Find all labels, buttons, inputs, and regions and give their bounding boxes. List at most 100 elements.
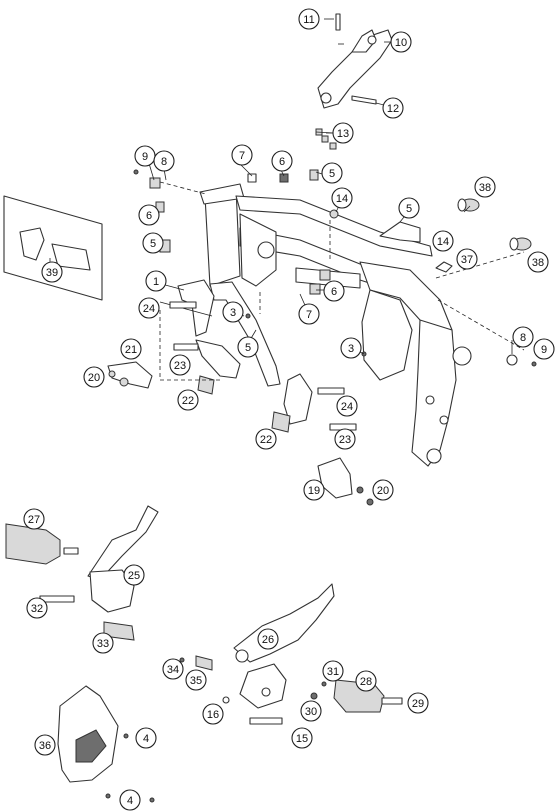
callout-circle	[153, 150, 175, 172]
right-footrest-assembly	[179, 583, 403, 725]
callout-circle	[331, 187, 353, 209]
callout-12: 12	[382, 97, 404, 119]
callout-circle	[533, 338, 555, 360]
callout-number: 6	[146, 210, 152, 222]
callout-32: 32	[26, 597, 48, 619]
callout-circle	[322, 660, 344, 682]
callout-circle	[120, 338, 142, 360]
callout-7: 7	[298, 303, 320, 325]
callout-number: 39	[46, 267, 58, 279]
callout-circle	[407, 692, 429, 714]
callout-27: 27	[23, 508, 45, 530]
main-frame	[177, 183, 472, 467]
callout-26: 26	[257, 628, 279, 650]
callout-number: 25	[128, 570, 140, 582]
callout-number: 24	[341, 401, 353, 413]
callout-circle	[177, 389, 199, 411]
callout-1: 1	[145, 270, 167, 292]
callout-circle	[202, 703, 224, 725]
callout-circle	[474, 176, 496, 198]
callout-number: 7	[239, 150, 245, 162]
callout-circle	[255, 428, 277, 450]
callout-34: 34	[162, 658, 184, 680]
callout-5: 5	[398, 197, 420, 219]
callout-circle	[142, 232, 164, 254]
callout-number: 3	[230, 307, 236, 319]
callout-36: 36	[34, 734, 56, 756]
callout-9: 9	[533, 338, 555, 360]
callout-number: 15	[296, 733, 308, 745]
callout-35: 35	[185, 669, 207, 691]
heel-guard-36	[57, 685, 155, 803]
callout-22: 22	[255, 428, 277, 450]
callout-6: 6	[138, 204, 160, 226]
callout-circle	[41, 261, 63, 283]
callout-21: 21	[120, 338, 142, 360]
callout-number: 19	[308, 485, 320, 497]
callout-11: 11	[298, 8, 320, 30]
callout-20: 20	[372, 479, 394, 501]
callout-circle	[92, 632, 114, 654]
callout-15: 15	[291, 727, 313, 749]
callout-number: 20	[88, 372, 100, 384]
callout-number: 28	[360, 676, 372, 688]
callout-8: 8	[153, 150, 175, 172]
callout-number: 13	[337, 128, 349, 140]
callout-7: 7	[231, 144, 253, 166]
callout-number: 35	[190, 675, 202, 687]
callout-33: 33	[92, 632, 114, 654]
callout-9: 9	[134, 145, 156, 167]
left-bracket-21	[107, 339, 241, 395]
callout-number: 6	[331, 286, 337, 298]
callout-circle	[291, 727, 313, 749]
callout-16: 16	[202, 703, 224, 725]
callout-5: 5	[237, 336, 259, 358]
callout-circle	[123, 564, 145, 586]
callout-circle	[26, 597, 48, 619]
callout-number: 30	[305, 706, 317, 718]
top-bracket-assembly	[317, 13, 393, 109]
callout-14: 14	[331, 187, 353, 209]
assembly-lines	[159, 181, 525, 381]
callout-number: 38	[532, 257, 544, 269]
callout-30: 30	[300, 700, 322, 722]
clip-37	[435, 261, 453, 273]
callout-circle	[83, 366, 105, 388]
callout-number: 22	[182, 395, 194, 407]
callout-6: 6	[323, 280, 345, 302]
bracket-19	[317, 457, 374, 506]
plug-38-upper	[457, 198, 480, 212]
callout-39: 39	[41, 261, 63, 283]
callout-13: 13	[332, 122, 354, 144]
callout-number: 26	[262, 634, 274, 646]
callout-circle	[340, 337, 362, 359]
callout-24: 24	[138, 297, 160, 319]
callout-number: 9	[541, 344, 547, 356]
callout-number: 11	[303, 14, 314, 26]
callout-number: 21	[125, 344, 137, 356]
callout-number: 20	[377, 485, 389, 497]
callout-circle	[321, 162, 343, 184]
callout-circle	[323, 280, 345, 302]
callout-circle	[432, 230, 454, 252]
callout-circle	[527, 251, 549, 273]
callout-4: 4	[135, 727, 157, 749]
callout-37: 37	[456, 248, 478, 270]
plug-38-right	[509, 237, 532, 251]
callout-circle	[390, 31, 412, 53]
callout-38: 38	[474, 176, 496, 198]
callout-circle	[222, 301, 244, 323]
decal-sheet-39	[3, 195, 103, 301]
callout-20: 20	[83, 366, 105, 388]
callout-number: 27	[28, 514, 40, 526]
callout-number: 16	[207, 709, 219, 721]
callout-circle	[271, 150, 293, 172]
callout-circle	[334, 428, 356, 450]
callout-6: 6	[271, 150, 293, 172]
callout-circle	[23, 508, 45, 530]
callout-8: 8	[512, 326, 534, 348]
callout-number: 5	[245, 342, 251, 354]
callout-3: 3	[340, 337, 362, 359]
